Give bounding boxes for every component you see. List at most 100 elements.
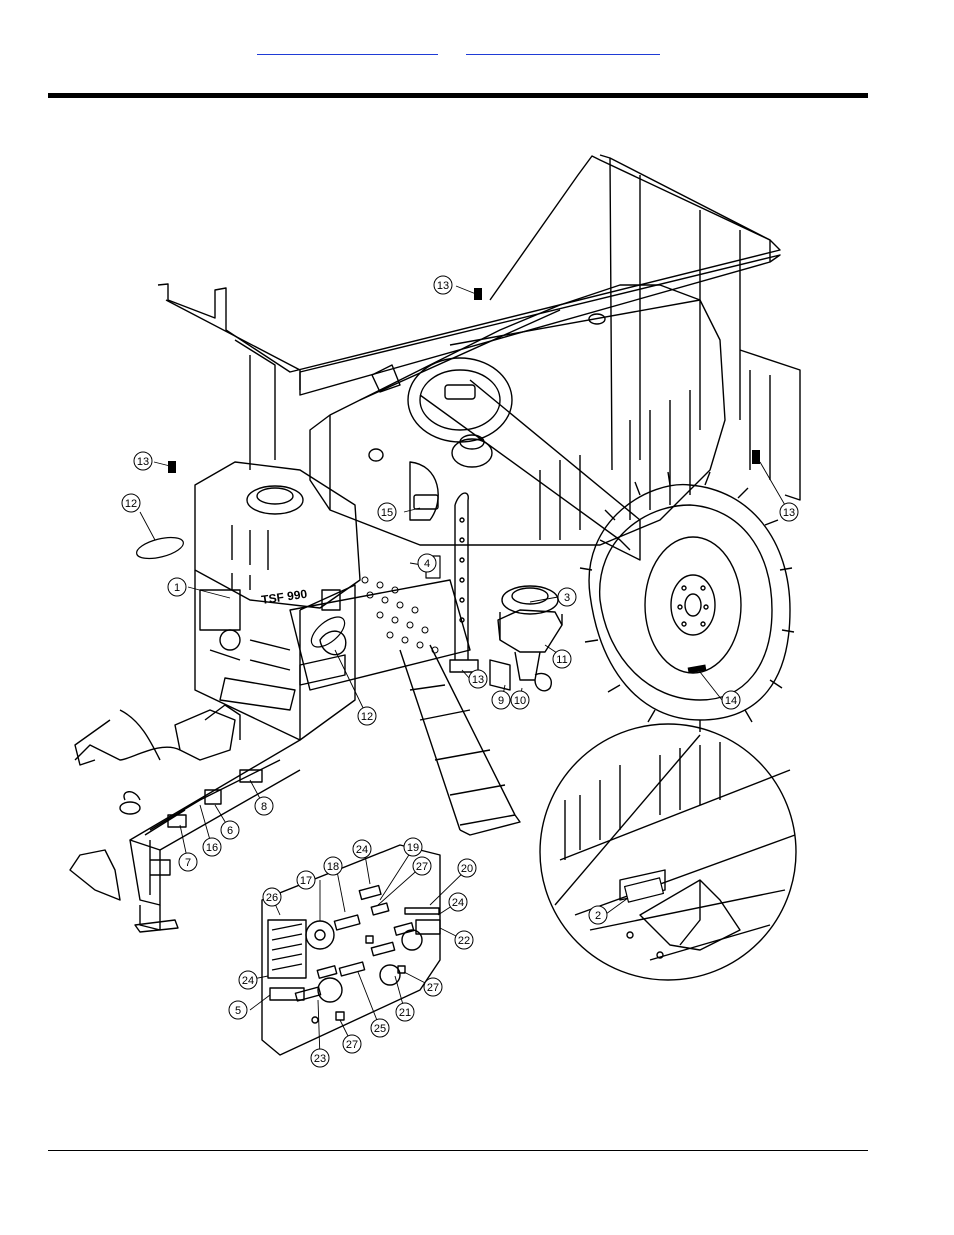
nav-link-2[interactable]	[466, 40, 660, 55]
callout-number: 4	[424, 558, 430, 570]
callout-circle	[238, 970, 258, 990]
main-tank	[309, 284, 726, 546]
tank-label: TSF 990	[260, 587, 308, 607]
callout-circle	[254, 796, 274, 816]
callout-27: 27	[423, 977, 443, 997]
callout-number: 21	[399, 1007, 411, 1019]
callout-circle	[310, 1048, 330, 1068]
callout-circle	[448, 892, 468, 912]
callout-circle	[433, 275, 453, 295]
callout-circle	[262, 887, 282, 907]
callout-15: 15	[377, 502, 397, 522]
callout-number: 19	[407, 842, 419, 854]
callout-13: 13	[779, 502, 799, 522]
callout-circle	[323, 856, 343, 876]
boom-frame	[157, 154, 801, 561]
callout-circle	[357, 706, 377, 726]
header-rule	[48, 93, 868, 98]
callout-circle	[403, 837, 423, 857]
callout-circle	[370, 1018, 390, 1038]
callout-13: 13	[133, 451, 153, 471]
callout-6: 6	[220, 820, 240, 840]
callout-number: 23	[314, 1053, 326, 1065]
callout-number: 20	[461, 863, 473, 875]
callout-number: 17	[300, 875, 312, 887]
callout-26: 26	[262, 887, 282, 907]
callout-circle	[121, 493, 141, 513]
callout-9: 9	[491, 690, 511, 710]
callout-number: 2	[595, 910, 601, 922]
callout-27: 27	[342, 1034, 362, 1054]
callout-number: 1	[174, 582, 180, 594]
callout-20: 20	[457, 858, 477, 878]
callout-number: 22	[458, 935, 470, 947]
ladder	[399, 644, 521, 836]
callout-7: 7	[178, 852, 198, 872]
callout-23: 23	[310, 1048, 330, 1068]
callout-circle	[423, 977, 443, 997]
callout-circle	[342, 1034, 362, 1054]
rinse-tank-platform	[194, 461, 471, 741]
logo-decal	[136, 536, 346, 648]
callout-circle	[352, 839, 372, 859]
callout-number: 12	[125, 498, 137, 510]
callout-number: 13	[472, 674, 484, 686]
callout-circle	[395, 1002, 415, 1022]
callout-5: 5	[228, 1000, 248, 1020]
callout-2: 2	[588, 905, 608, 925]
callout-11: 11	[552, 649, 572, 669]
callout-circle	[296, 870, 316, 890]
callout-circle	[454, 930, 474, 950]
callout-circle	[220, 820, 240, 840]
callout-number: 18	[327, 861, 339, 873]
footer-rule	[48, 1150, 868, 1151]
callout-12: 12	[121, 493, 141, 513]
callout-circle	[779, 502, 799, 522]
callout-number: 27	[346, 1039, 358, 1051]
callout-circle	[721, 690, 741, 710]
callout-number: 3	[564, 592, 570, 604]
callout-number: 6	[227, 825, 233, 837]
callout-circle	[412, 856, 432, 876]
detail-view	[539, 723, 797, 981]
callout-18: 18	[323, 856, 343, 876]
callout-number: 15	[381, 507, 393, 519]
callout-19: 19	[403, 837, 423, 857]
callout-17: 17	[296, 870, 316, 890]
callout-circle	[491, 690, 511, 710]
callout-number: 7	[185, 857, 191, 869]
marker-mast	[449, 492, 479, 673]
callout-3: 3	[557, 587, 577, 607]
callout-10: 10	[510, 690, 530, 710]
callout-22: 22	[454, 930, 474, 950]
nav-link-1[interactable]	[257, 40, 438, 55]
callout-circle	[202, 837, 222, 857]
callout-number: 16	[206, 842, 218, 854]
wheel	[579, 471, 795, 732]
callout-number: 12	[361, 711, 373, 723]
callout-number: 5	[235, 1005, 241, 1017]
callout-number: 13	[783, 507, 795, 519]
callout-number: 9	[498, 695, 504, 707]
decal-panel	[261, 844, 441, 1056]
callout-number: 8	[261, 801, 267, 813]
callout-circle	[167, 577, 187, 597]
inductor-hopper	[489, 585, 563, 692]
callout-24: 24	[238, 970, 258, 990]
callout-circle	[417, 553, 437, 573]
callout-4: 4	[417, 553, 437, 573]
callout-number: 10	[514, 695, 526, 707]
callout-1: 1	[167, 577, 187, 597]
callout-circle	[557, 587, 577, 607]
callout-number: 11	[556, 654, 567, 666]
callout-circle	[228, 1000, 248, 1020]
callout-25: 25	[370, 1018, 390, 1038]
callout-number: 26	[266, 892, 278, 904]
callout-number: 25	[374, 1023, 386, 1035]
callout-number: 24	[242, 975, 254, 987]
callout-number: 27	[427, 982, 439, 994]
callout-13: 13	[468, 669, 488, 689]
callout-number: 24	[356, 844, 368, 856]
callout-27: 27	[412, 856, 432, 876]
